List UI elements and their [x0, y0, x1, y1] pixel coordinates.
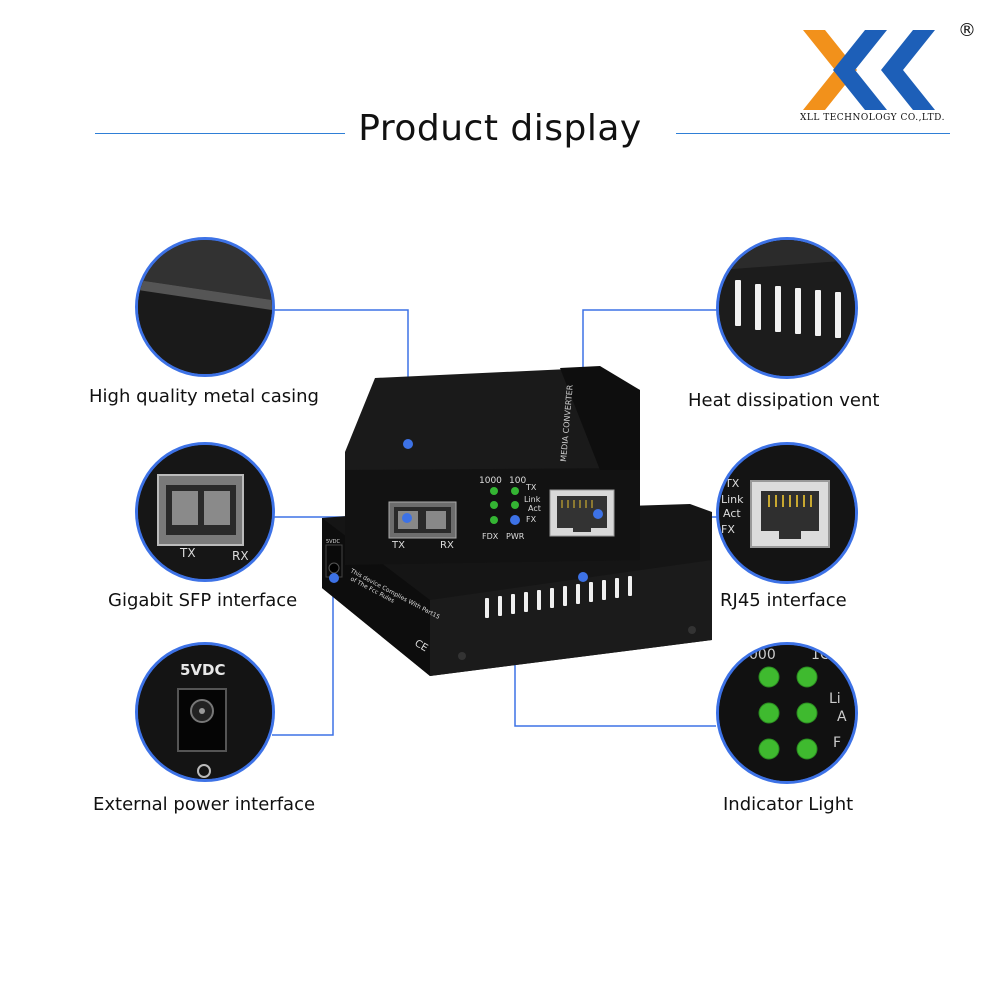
zoom-rj45-fx: FX: [721, 523, 735, 536]
device-power-label: 5VDC: [326, 539, 340, 545]
caption-sfp: Gigabit SFP interface: [108, 590, 298, 611]
title-line-left: [95, 133, 345, 134]
logo-blue-chevron-2: [881, 30, 935, 110]
zoom-circle-vent: [716, 237, 858, 379]
caption-power: External power interface: [93, 794, 316, 815]
zoom-indicator-a: A: [837, 709, 847, 725]
device-led-tx: TX: [525, 483, 537, 492]
zoom-indicator-1000: 000: [749, 647, 776, 663]
dot-casing: [403, 439, 413, 449]
caption-indicator: Indicator Light: [723, 794, 854, 815]
dot-vent: [578, 572, 588, 582]
zoom-circle-sfp: TX RX: [135, 442, 275, 582]
device-sfp-label-tx: TX: [391, 540, 405, 551]
registered-mark: ®: [958, 20, 976, 41]
zoom-circle-indicator: 000 1C Li A F: [716, 642, 858, 784]
caption-vent: Heat dissipation vent: [688, 390, 880, 411]
logo-blue-chevron-1: [833, 30, 887, 110]
device-speed-1000: 1000: [479, 476, 502, 486]
line-power: [272, 578, 334, 736]
brand-logo: [803, 30, 935, 110]
device-led-act: Act: [528, 504, 541, 513]
dot-rj45: [593, 509, 603, 519]
device-led-pwr: PWR: [506, 532, 525, 541]
zoom-rj45-tx: TX: [724, 477, 740, 490]
zoom-sfp-rx: RX: [232, 549, 249, 563]
zoom-circle-rj45: TX Link Act FX: [716, 442, 858, 584]
device-speed-100: 100: [509, 476, 526, 486]
zoom-sfp-tx: TX: [179, 546, 196, 560]
zoom-rj45-link: Link: [721, 493, 744, 506]
zoom-circle-power: 5VDC: [135, 642, 275, 782]
device-led-link: Link: [524, 495, 541, 504]
title-line-right: [676, 133, 950, 134]
dot-sfp: [402, 513, 412, 523]
zoom-indicator-li: Li: [829, 691, 841, 707]
device-sfp-label-rx: RX: [440, 540, 454, 551]
caption-casing: High quality metal casing: [89, 386, 319, 407]
dot-power: [329, 573, 339, 583]
device-led-fx: FX: [526, 515, 537, 524]
page-title: Product display: [358, 108, 642, 149]
zoom-circle-casing: [135, 237, 275, 377]
dot-indicator: [510, 515, 520, 525]
top-unit: MEDIA CONVERTER TX RX 1000 100 TX Link A…: [345, 366, 640, 565]
zoom-indicator-f: F: [833, 735, 841, 751]
caption-rj45: RJ45 interface: [720, 590, 847, 611]
zoom-rj45-act: Act: [723, 507, 741, 520]
device-led-fdx: FDX: [482, 532, 499, 541]
zoom-power-label: 5VDC: [180, 661, 226, 679]
brand-name: XLL TECHNOLOGY CO.,LTD.: [800, 113, 945, 123]
